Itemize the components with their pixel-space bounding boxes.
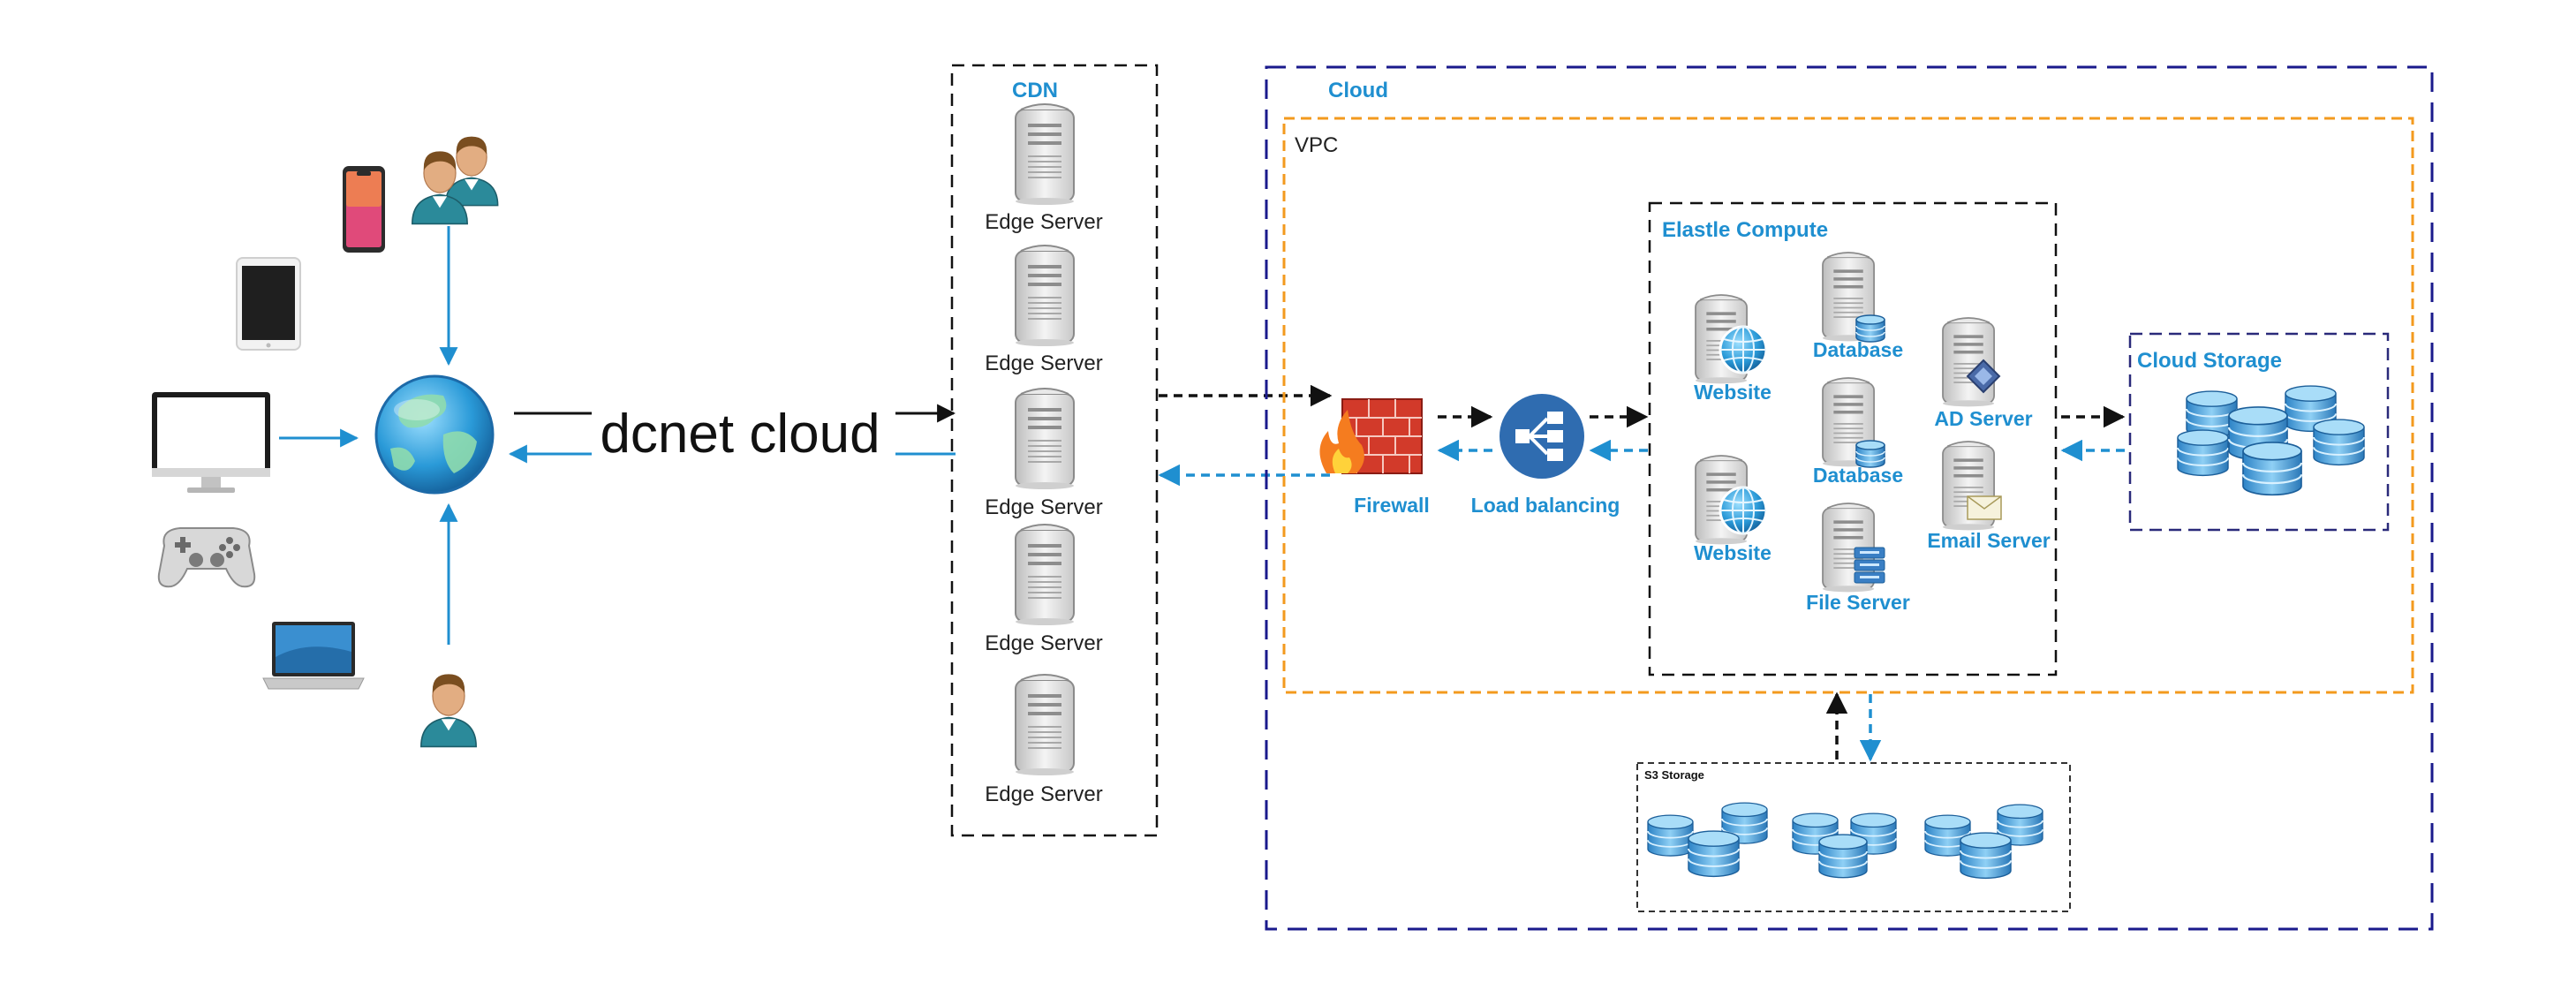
server-icon bbox=[1015, 674, 1075, 776]
ad-server: AD Server bbox=[1934, 317, 2033, 430]
firewall: Firewall bbox=[1319, 398, 1430, 517]
client-side: dcnet cloud bbox=[152, 135, 956, 748]
cdn-box: CDN Edge Server Edge Server Edge Server … bbox=[950, 64, 1159, 837]
cloud-title: Cloud bbox=[1328, 79, 1388, 102]
elastic-compute-title: Elastle Compute bbox=[1662, 218, 1828, 242]
svg-text:Load balancing: Load balancing bbox=[1471, 494, 1620, 517]
server-icon bbox=[1015, 388, 1075, 490]
server-icon bbox=[1015, 103, 1075, 206]
tablet-icon bbox=[236, 257, 301, 351]
svg-text:Website: Website bbox=[1694, 541, 1771, 564]
cloud-storage-box: Cloud Storage bbox=[2128, 332, 2390, 532]
globe-icon bbox=[374, 374, 495, 495]
svg-text:Database: Database bbox=[1813, 338, 1903, 361]
database-2: Database bbox=[1813, 377, 1903, 487]
svg-text:Website: Website bbox=[1694, 381, 1771, 404]
database-stack-icon bbox=[1924, 804, 2043, 880]
load-balancer-icon bbox=[1500, 394, 1584, 479]
edge-server-4: Edge Server bbox=[985, 524, 1103, 655]
website-2: Website bbox=[1694, 455, 1771, 564]
s3-storage-title: S3 Storage bbox=[1644, 768, 1704, 782]
cloud-box: Cloud VPC Firewall bbox=[1265, 65, 2434, 931]
svg-text:Firewall: Firewall bbox=[1354, 494, 1430, 517]
user-icon bbox=[420, 673, 477, 748]
database-stack-icon bbox=[2177, 385, 2365, 496]
svg-text:Edge Server: Edge Server bbox=[985, 351, 1102, 375]
database-1: Database bbox=[1813, 252, 1903, 361]
svg-text:Edge Server: Edge Server bbox=[985, 782, 1102, 806]
elastic-compute-box: Elastle Compute Website Website Database bbox=[1648, 201, 2058, 676]
file-badge-icon bbox=[1854, 547, 1885, 584]
globe-badge-icon bbox=[1719, 486, 1768, 535]
cdn-title: CDN bbox=[1012, 79, 1058, 102]
ad-badge-icon bbox=[1966, 359, 2001, 394]
globe-badge-icon bbox=[1719, 325, 1768, 374]
monitor-icon bbox=[152, 392, 270, 493]
svg-text:Edge Server: Edge Server bbox=[985, 495, 1102, 519]
edge-server-5: Edge Server bbox=[985, 674, 1103, 806]
smartphone-icon bbox=[343, 166, 385, 253]
firewall-icon bbox=[1319, 398, 1423, 474]
vpc-title: VPC bbox=[1295, 133, 1338, 157]
gamepad-icon bbox=[157, 527, 256, 588]
svg-text:Email Server: Email Server bbox=[1927, 529, 2050, 552]
file-server: File Server bbox=[1806, 503, 1910, 614]
svg-text:AD Server: AD Server bbox=[1934, 407, 2032, 430]
svg-text:File Server: File Server bbox=[1806, 591, 1910, 614]
email-server: Email Server bbox=[1927, 441, 2051, 552]
user-group-icon bbox=[412, 135, 499, 225]
center-title: dcnet cloud bbox=[600, 404, 880, 465]
database-stack-icon bbox=[1647, 802, 1768, 878]
edge-server-2: Edge Server bbox=[985, 245, 1103, 375]
server-icon bbox=[1015, 245, 1075, 347]
load-balancer: Load balancing bbox=[1471, 394, 1620, 517]
edge-server-1: Edge Server bbox=[985, 103, 1103, 234]
website-1: Website bbox=[1694, 294, 1771, 404]
laptop-icon bbox=[262, 622, 365, 690]
server-icon bbox=[1015, 524, 1075, 626]
database-stack-icon bbox=[1792, 812, 1897, 879]
vpc-box: VPC Firewall bbox=[1282, 117, 2414, 694]
s3-storage-box: S3 Storage bbox=[1636, 762, 2071, 912]
cloud-storage-title: Cloud Storage bbox=[2137, 349, 2282, 373]
edge-server-3: Edge Server bbox=[985, 388, 1103, 519]
mail-badge-icon bbox=[1967, 495, 2002, 520]
svg-text:Database: Database bbox=[1813, 464, 1903, 487]
svg-text:Edge Server: Edge Server bbox=[985, 631, 1102, 655]
svg-text:Edge Server: Edge Server bbox=[985, 210, 1102, 234]
